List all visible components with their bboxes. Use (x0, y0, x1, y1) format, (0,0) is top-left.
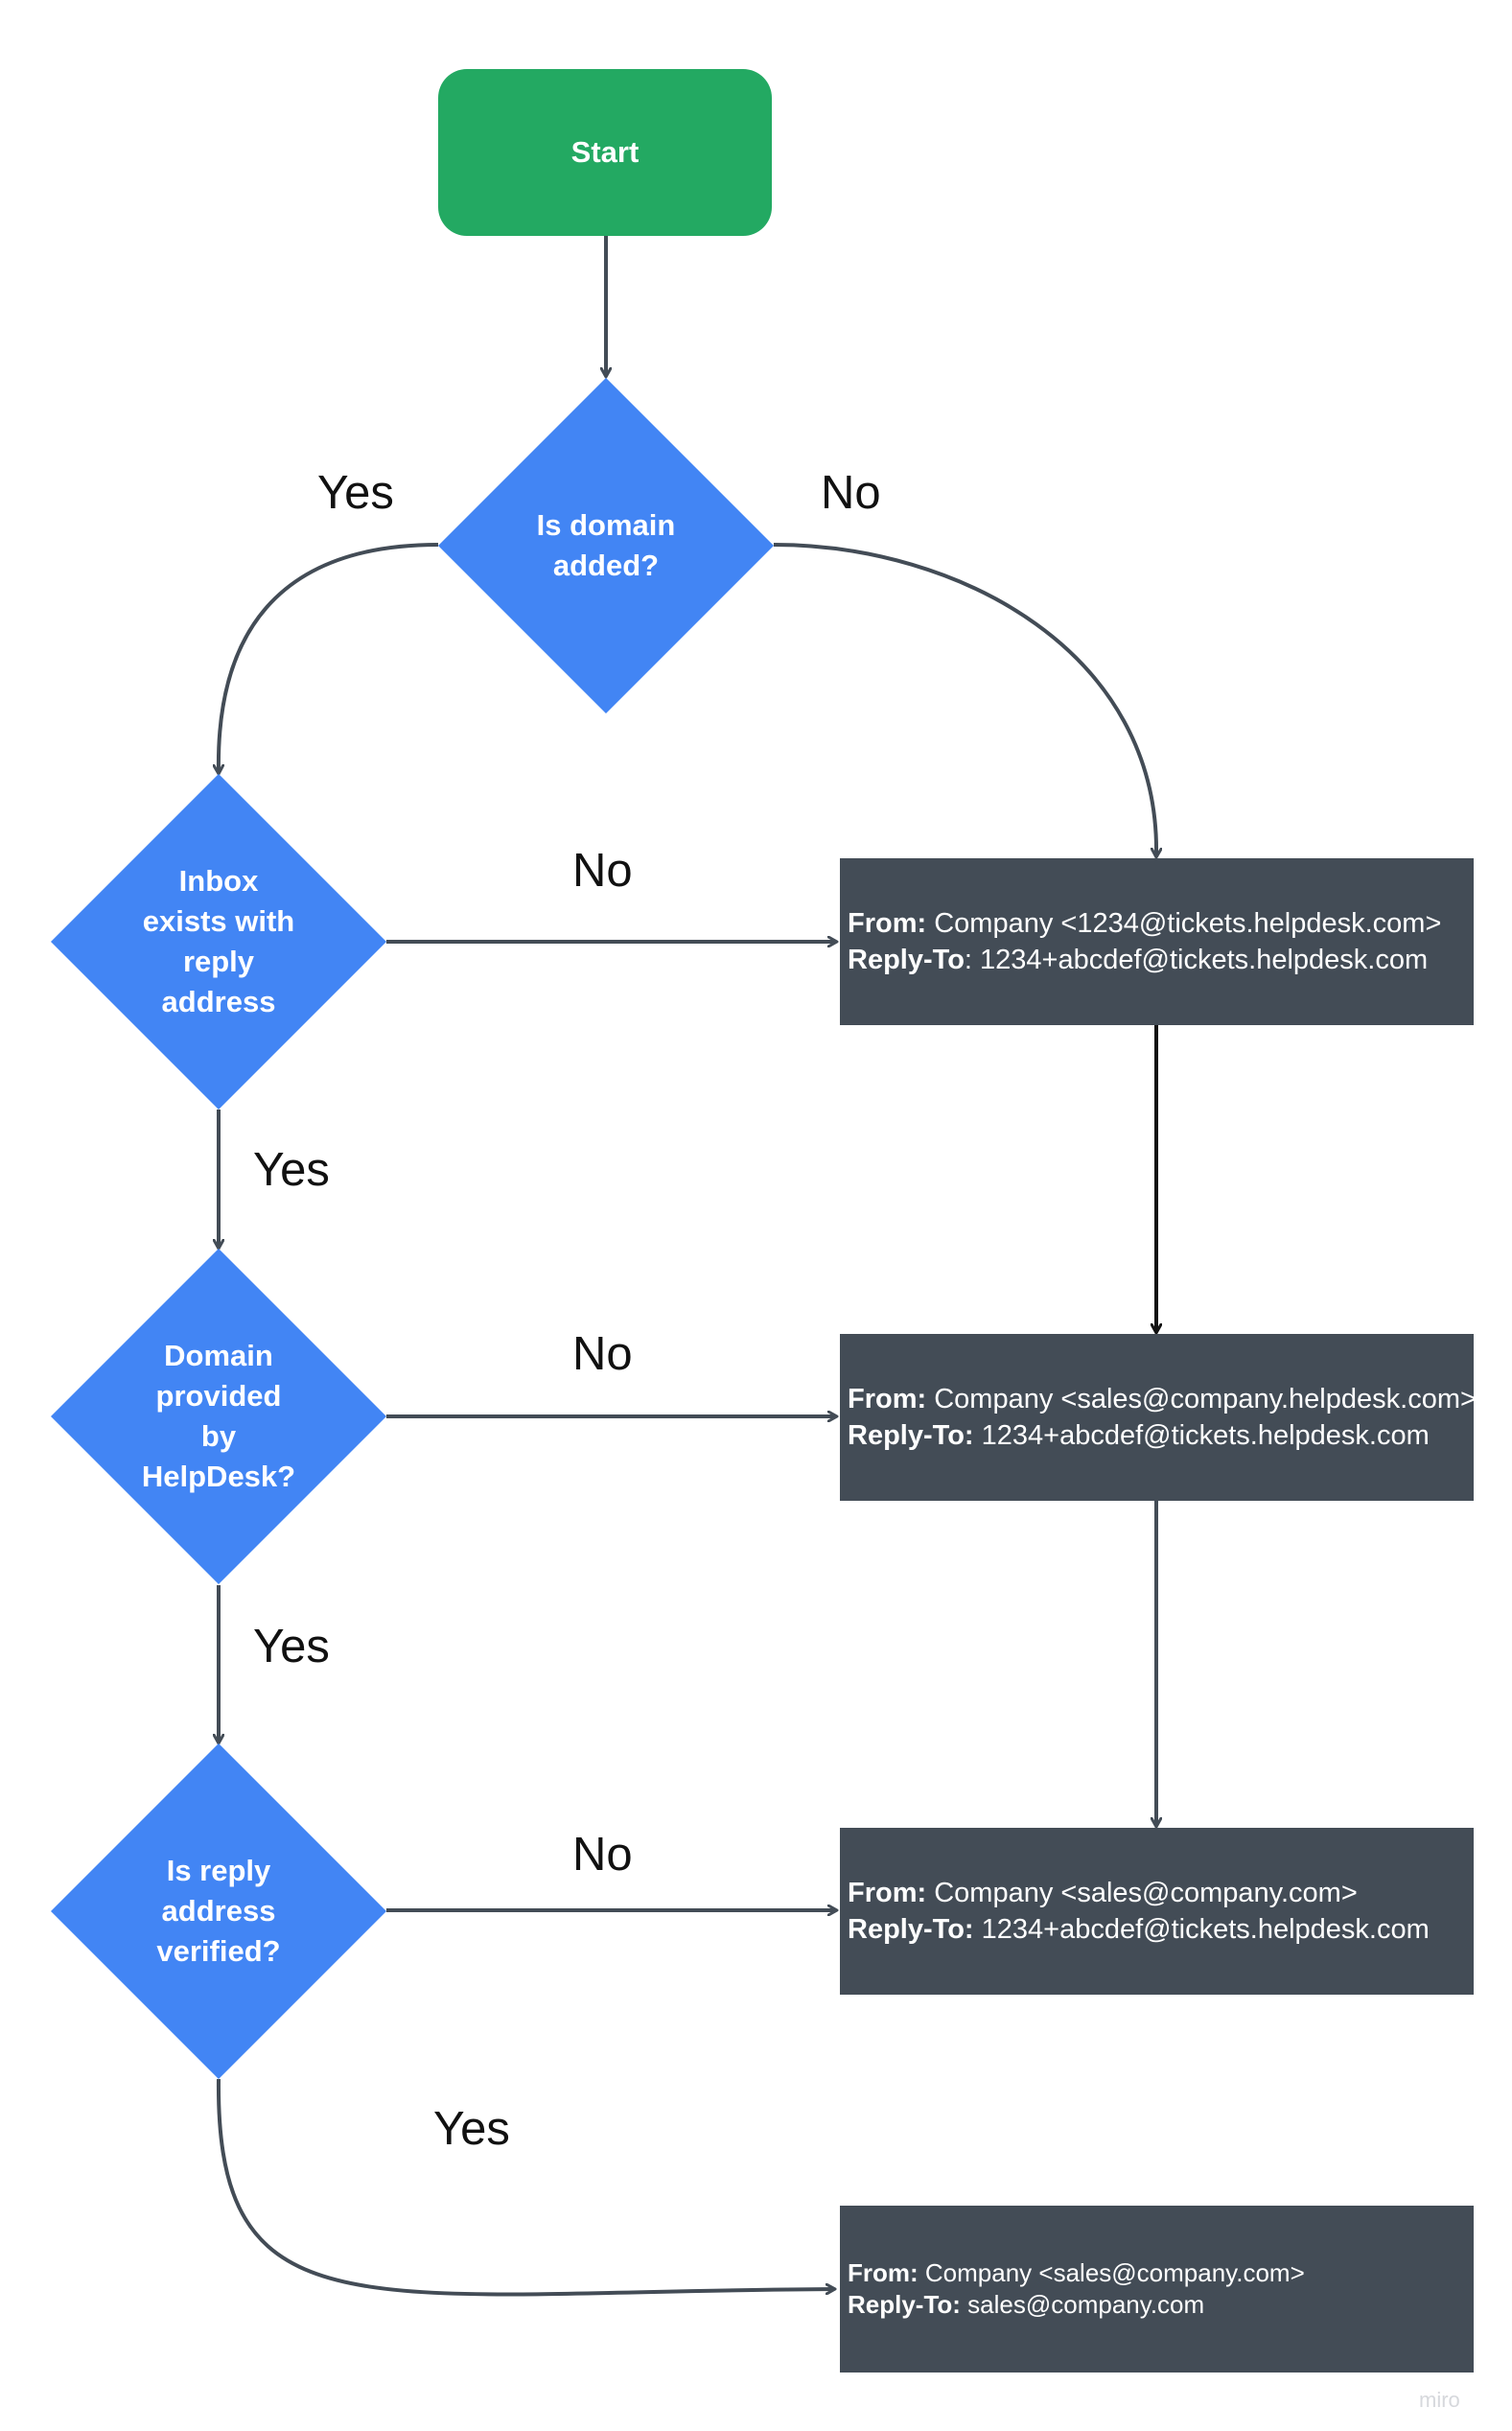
from-value: Company <sales@company.com> (926, 1878, 1358, 1908)
reply-to-value: : 1234+abcdef@tickets.helpdesk.com (964, 945, 1429, 975)
edge-label-no: No (572, 845, 633, 897)
from-line: From: Company <1234@tickets.helpdesk.com… (848, 905, 1474, 942)
diamond-shape (51, 1743, 386, 2079)
from-key: From: (848, 2258, 919, 2287)
decision-label: Is reply address verified? (156, 1854, 281, 1968)
outcome-box-2: From: Company <sales@company.helpdesk.co… (840, 1334, 1477, 1501)
from-key: From: (848, 1878, 927, 1908)
start-node: Start (438, 69, 772, 236)
edge-reply-verified-yes (216, 2078, 834, 2297)
decision-domain-helpdesk: Domain provided by HelpDesk? (51, 1249, 386, 1584)
reply-to-key: Reply-To: (848, 2290, 961, 2319)
miro-watermark: miro (1419, 2388, 1460, 2412)
from-line: From: Company <sales@company.com> (848, 1875, 1474, 1911)
edge-label-no: No (572, 1328, 633, 1380)
from-line: From: Company <sales@company.helpdesk.co… (848, 1381, 1477, 1417)
edge-label-yes: Yes (253, 1144, 330, 1196)
edge-label-no: No (572, 1829, 633, 1881)
decision-label: Is domain added? (536, 508, 676, 582)
reply-to-key: Reply-To: (848, 1914, 974, 1945)
decision-reply-verified: Is reply address verified? (51, 1743, 386, 2079)
from-value: Company <sales@company.helpdesk.com> (926, 1384, 1477, 1414)
from-line: From: Company <sales@company.com> (848, 2257, 1474, 2289)
diamond-shape (51, 774, 386, 1110)
diamond-shape (51, 1249, 386, 1584)
from-value: Company <sales@company.com> (918, 2258, 1305, 2287)
reply-to-value: sales@company.com (960, 2290, 1205, 2319)
outcome-box-3: From: Company <sales@company.com> Reply-… (840, 1828, 1474, 1995)
edge-label-no: No (821, 467, 881, 519)
decision-inbox-reply: Inbox exists with reply address (51, 774, 386, 1110)
diamond-shape (438, 378, 774, 713)
reply-to-line: Reply-To: sales@company.com (848, 2289, 1474, 2321)
edge-domain-added-yes (219, 543, 439, 773)
reply-to-key: Reply-To: (848, 1420, 974, 1451)
reply-to-line: Reply-To: 1234+abcdef@tickets.helpdesk.c… (848, 942, 1474, 978)
from-key: From: (848, 908, 927, 939)
reply-to-value: 1234+abcdef@tickets.helpdesk.com (973, 1914, 1430, 1945)
decision-domain-added: Is domain added? (438, 378, 774, 713)
decision-label: Domain provided by HelpDesk? (141, 1339, 296, 1493)
reply-to-line: Reply-To: 1234+abcdef@tickets.helpdesk.c… (848, 1417, 1474, 1454)
from-value: Company <1234@tickets.helpdesk.com> (926, 908, 1442, 939)
edge-label-yes: Yes (433, 2103, 510, 2155)
decision-label: Inbox exists with reply address (142, 864, 295, 1018)
outcome-box-1: From: Company <1234@tickets.helpdesk.com… (840, 858, 1474, 1025)
reply-to-key: Reply-To (848, 945, 965, 975)
outcome-box-4: From: Company <sales@company.com> Reply-… (840, 2206, 1474, 2373)
edge-label-yes: Yes (317, 467, 394, 519)
start-label: Start (570, 135, 640, 169)
reply-to-line: Reply-To: 1234+abcdef@tickets.helpdesk.c… (848, 1911, 1474, 1948)
reply-to-value: 1234+abcdef@tickets.helpdesk.com (973, 1420, 1430, 1451)
edge-domain-added-no (773, 543, 1156, 856)
edge-label-yes: Yes (253, 1621, 330, 1672)
from-key: From: (848, 1384, 927, 1414)
